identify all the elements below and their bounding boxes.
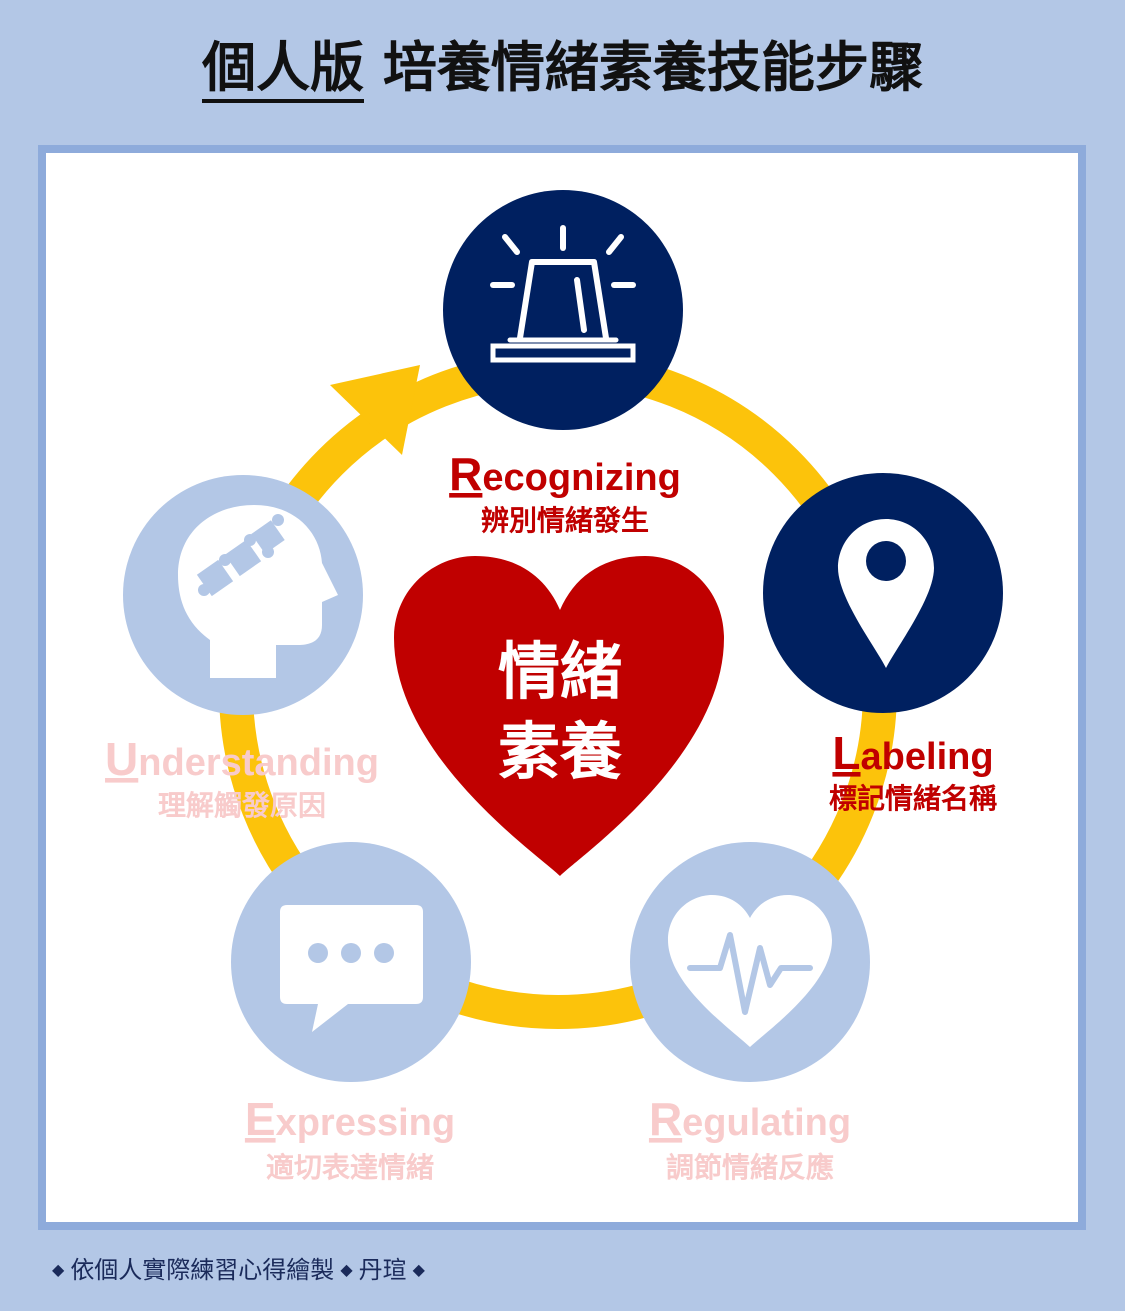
step-labeling: Labeling 標記情緒名稱 bbox=[763, 473, 1003, 815]
step-understanding: Understanding 理解觸發原因 bbox=[105, 475, 379, 822]
step-expressing-zh: 適切表達情緒 bbox=[266, 1151, 434, 1184]
step-recognizing-rest: ecognizing bbox=[482, 457, 680, 499]
speech-bubble-icon bbox=[280, 905, 423, 1032]
location-pin-icon bbox=[838, 519, 934, 668]
step-recognizing: Recognizing 辨別情緒發生 bbox=[443, 190, 683, 537]
svg-text:Expressing: Expressing bbox=[245, 1093, 455, 1145]
puzzle-head-icon bbox=[178, 505, 338, 678]
page-subtitle: 個人版 bbox=[202, 38, 365, 104]
step-recognizing-circle bbox=[443, 190, 683, 430]
diamond-icon: ◆ bbox=[412, 1260, 425, 1279]
svg-text:Labeling: Labeling bbox=[832, 727, 993, 779]
page-title-text: 培養情緒素養技能步驟 bbox=[382, 36, 923, 99]
svg-text:Understanding: Understanding bbox=[105, 733, 379, 785]
step-expressing-rest: xpressing bbox=[276, 1102, 456, 1144]
step-regulating: Regulating 調節情緒反應 bbox=[630, 842, 870, 1184]
step-recognizing-zh: 辨別情緒發生 bbox=[481, 504, 649, 537]
footer-credit: ◆ 依個人實際練習心得繪製 ◆ 丹瑄 ◆ bbox=[52, 1250, 1092, 1285]
step-labeling-initial: L bbox=[832, 727, 860, 779]
step-understanding-rest: nderstanding bbox=[138, 742, 379, 784]
step-expressing-initial: E bbox=[245, 1093, 276, 1145]
step-expressing: Expressing 適切表達情緒 bbox=[231, 842, 471, 1184]
step-labeling-zh: 標記情緒名稱 bbox=[829, 782, 997, 815]
heartbeat-icon bbox=[668, 895, 832, 1047]
step-regulating-zh: 調節情緒反應 bbox=[666, 1151, 834, 1184]
page-title: 個人版 培養情緒素養技能步驟 bbox=[0, 36, 1125, 104]
step-labeling-rest: abeling bbox=[861, 736, 994, 778]
svg-text:Recognizing: Recognizing bbox=[449, 448, 681, 500]
cycle-arrow-head bbox=[330, 365, 420, 455]
center-label-line1: 情緒 bbox=[498, 635, 622, 708]
step-understanding-initial: U bbox=[105, 733, 138, 785]
diamond-icon: ◆ bbox=[52, 1260, 65, 1279]
step-regulating-initial: R bbox=[649, 1093, 682, 1145]
center-label-line2: 素養 bbox=[498, 715, 622, 788]
footer-text: 依個人實際練習心得繪製 bbox=[70, 1256, 335, 1284]
svg-text:Regulating: Regulating bbox=[649, 1093, 851, 1145]
footer-author: 丹瑄 bbox=[358, 1256, 407, 1284]
step-recognizing-initial: R bbox=[449, 448, 482, 500]
siren-icon bbox=[490, 225, 636, 363]
step-understanding-zh: 理解觸發原因 bbox=[158, 789, 326, 822]
diamond-icon: ◆ bbox=[340, 1260, 353, 1279]
center-heart bbox=[394, 556, 724, 876]
step-regulating-rest: egulating bbox=[682, 1102, 851, 1144]
